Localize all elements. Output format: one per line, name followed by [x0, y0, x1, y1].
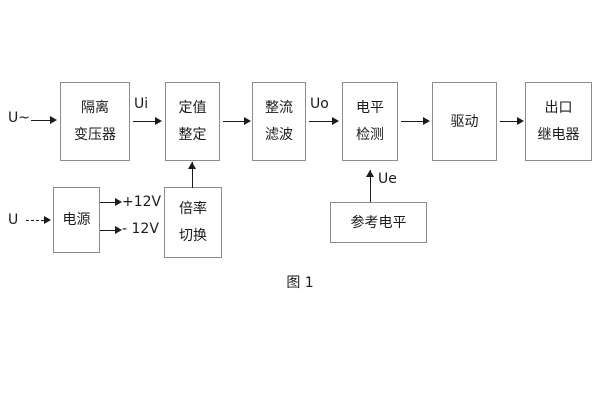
arrow-shaft [401, 121, 423, 123]
block-line-2: 变压器 [74, 127, 116, 143]
signal-label-ue: Ue [378, 171, 397, 187]
signal-label-ui: Ui [134, 96, 149, 112]
rail-label-negative: - 12V [122, 221, 159, 237]
block-level-detection[interactable]: 电平 检测 [342, 82, 398, 161]
arrow-shaft [100, 202, 115, 204]
arrow-head [517, 117, 524, 125]
rail-label-positive: +12V [122, 194, 162, 210]
arrow-head [115, 198, 122, 206]
block-line-1: 定值 [178, 100, 207, 116]
arrow-shaft [309, 121, 332, 123]
block-reference-level[interactable]: 参考电平 [330, 202, 427, 243]
arrow-rail-negative [100, 226, 122, 235]
arrow-level-detection-to-drive [401, 117, 430, 126]
block-line-1: 整流 [265, 100, 293, 116]
arrow-shaft [26, 220, 44, 221]
arrow-shaft [31, 120, 50, 122]
arrow-input-to-power-supply [26, 216, 51, 225]
arrow-multiplier-to-setpoint [188, 162, 197, 188]
block-line-2: 滤波 [265, 127, 293, 143]
block-line-2: 切换 [179, 228, 207, 244]
arrow-shaft [500, 121, 517, 123]
block-isolation-transformer[interactable]: 隔离 变压器 [60, 82, 130, 161]
arrow-head [44, 216, 51, 224]
block-line-2: 继电器 [537, 127, 580, 143]
block-multiplier-switch[interactable]: 倍率 切换 [164, 187, 222, 258]
arrow-head [50, 116, 57, 124]
block-power-supply[interactable]: 电源 [53, 187, 100, 253]
arrow-shaft [133, 121, 155, 123]
arrow-shaft [370, 170, 372, 202]
figure-caption: 图 1 [286, 275, 314, 291]
block-setpoint-setting[interactable]: 定值 整定 [165, 82, 220, 161]
block-line-1: 驱动 [450, 113, 479, 130]
block-line-2: 检测 [356, 127, 384, 143]
block-line-1: 参考电平 [350, 214, 407, 231]
arrow-head [244, 117, 251, 125]
signal-label-uo: Uo [310, 96, 329, 112]
block-output-relay[interactable]: 出口 继电器 [525, 82, 592, 161]
block-line-1: 电平 [356, 100, 384, 116]
arrow-drive-to-output-relay [500, 117, 524, 126]
arrow-shaft [100, 230, 115, 232]
block-line-1: 隔离 [81, 100, 109, 116]
main-input-label: U~ [8, 110, 30, 126]
arrow-rectify-to-level-detection [309, 117, 339, 126]
arrow-shaft [192, 162, 194, 188]
arrow-head [423, 117, 430, 125]
block-line-1: 电源 [62, 212, 91, 228]
block-drive[interactable]: 驱动 [432, 82, 497, 161]
arrow-input-to-isolation-transformer [31, 116, 57, 125]
arrow-head [155, 117, 162, 125]
block-rectify-filter[interactable]: 整流 滤波 [252, 82, 306, 161]
arrow-shaft [223, 121, 244, 123]
arrow-isolation-to-setpoint [133, 117, 162, 126]
arrow-head [115, 226, 122, 234]
arrow-head [332, 117, 339, 125]
arrow-head [188, 162, 196, 169]
block-line-1: 倍率 [179, 201, 207, 217]
arrow-reference-to-level-detection [366, 170, 375, 202]
block-line-1: 出口 [544, 100, 573, 116]
arrow-rail-positive [100, 198, 122, 207]
arrow-head [366, 170, 374, 177]
power-input-label: U [8, 212, 19, 228]
arrow-setpoint-to-rectify [223, 117, 251, 126]
block-line-2: 整定 [178, 127, 207, 143]
